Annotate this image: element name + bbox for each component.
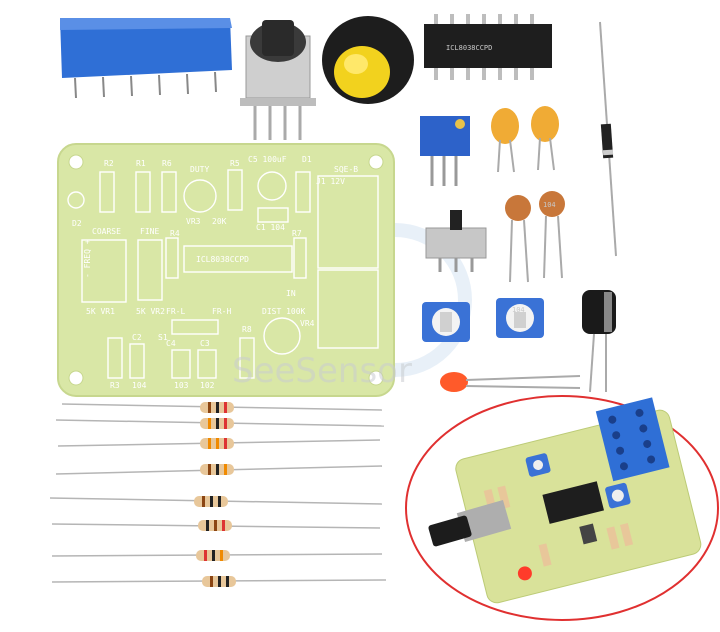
resistor bbox=[49, 496, 383, 507]
pcb-label-in: IN bbox=[286, 289, 296, 298]
pcb-label-c3: C3 bbox=[200, 339, 210, 348]
multiturn-trimmer bbox=[420, 116, 470, 186]
pcb-label-d1: D1 bbox=[302, 155, 312, 164]
pcb-label-frl: FR-L bbox=[166, 307, 185, 316]
blue-pin-header bbox=[60, 18, 232, 99]
pcb-label-vr3: VR3 bbox=[186, 217, 201, 226]
pcb-label-fine: FINE bbox=[140, 227, 159, 236]
trimmer-potentiometers: 104 bbox=[422, 298, 544, 342]
pcb-label-s1: S1 bbox=[158, 333, 168, 342]
diode bbox=[599, 21, 617, 257]
resistor bbox=[51, 576, 387, 587]
pcb-label-dist: DIST 100K bbox=[262, 307, 306, 316]
assembled-board bbox=[455, 397, 702, 604]
resistors bbox=[49, 402, 387, 587]
pcb-label-vr2: 5K VR2 bbox=[136, 307, 165, 316]
watermark-text: SeeSensor bbox=[232, 351, 412, 391]
pcb-label-r8: R8 bbox=[242, 325, 252, 334]
yellow-capacitors bbox=[491, 106, 559, 173]
electrolytic-capacitor bbox=[582, 290, 616, 393]
pcb-label-r1: R1 bbox=[136, 159, 146, 168]
ic-chip: ICL8038CCPD bbox=[424, 14, 552, 80]
pcb-label-c5: C5 100uF bbox=[248, 155, 287, 164]
pcb-label-vr4: VR4 bbox=[300, 319, 315, 328]
pcb-label-r5: R5 bbox=[230, 159, 240, 168]
pcb-label-duty: DUTY bbox=[190, 165, 209, 174]
ceramic-capacitors: 104 bbox=[505, 191, 565, 283]
pcb-label-freq: - FREQ + bbox=[83, 239, 92, 278]
resistor bbox=[61, 402, 383, 413]
pcb-label-j1: J1 12V bbox=[316, 177, 345, 186]
pcb-label-sqe: SQE-B bbox=[334, 165, 358, 174]
pcb-label-c1: C1 104 bbox=[256, 223, 285, 232]
pcb-label-d2: D2 bbox=[72, 219, 82, 228]
pcb-label-r6: R6 bbox=[162, 159, 172, 168]
pcb-label-20k: 20K bbox=[212, 217, 227, 226]
pcb-label-r4: R4 bbox=[170, 229, 180, 238]
resistor bbox=[55, 418, 385, 429]
knob bbox=[322, 16, 414, 104]
trimmer-marking: 104 bbox=[512, 306, 525, 314]
resistor bbox=[51, 520, 381, 531]
pcb-label-vr1: 5K VR1 bbox=[86, 307, 115, 316]
red-led bbox=[440, 372, 581, 392]
ic-marking: ICL8038CCPD bbox=[446, 44, 492, 52]
pcb-label-c2-value: 104 bbox=[132, 381, 147, 390]
pcb-label-r2: R2 bbox=[104, 159, 114, 168]
ceramic-marking: 104 bbox=[543, 201, 556, 209]
bare-pcb: R2 R1 R6 DUTY R5 C5 100uF D1 SQE-B J1 12… bbox=[57, 143, 395, 397]
pcb-label-c3-value: 102 bbox=[200, 381, 215, 390]
pcb-label-frh: FR-H bbox=[212, 307, 231, 316]
pcb-label-coarse: COARSE bbox=[92, 227, 121, 236]
pcb-label-c2: C2 bbox=[132, 333, 142, 342]
resistor bbox=[57, 438, 381, 449]
assembled-board-pot bbox=[428, 499, 512, 547]
pcb-label-c4: C4 bbox=[166, 339, 176, 348]
assembled-board-highlight bbox=[405, 395, 719, 621]
slide-switch bbox=[425, 210, 487, 272]
pcb-label-c4-value: 103 bbox=[174, 381, 189, 390]
pcb-label-chip: ICL8038CCPD bbox=[196, 255, 249, 264]
resistor bbox=[55, 464, 383, 475]
pcb-label-r3: R3 bbox=[110, 381, 120, 390]
resistor bbox=[51, 550, 383, 561]
pcb-label-r7: R7 bbox=[292, 229, 302, 238]
potentiometer bbox=[240, 20, 316, 140]
